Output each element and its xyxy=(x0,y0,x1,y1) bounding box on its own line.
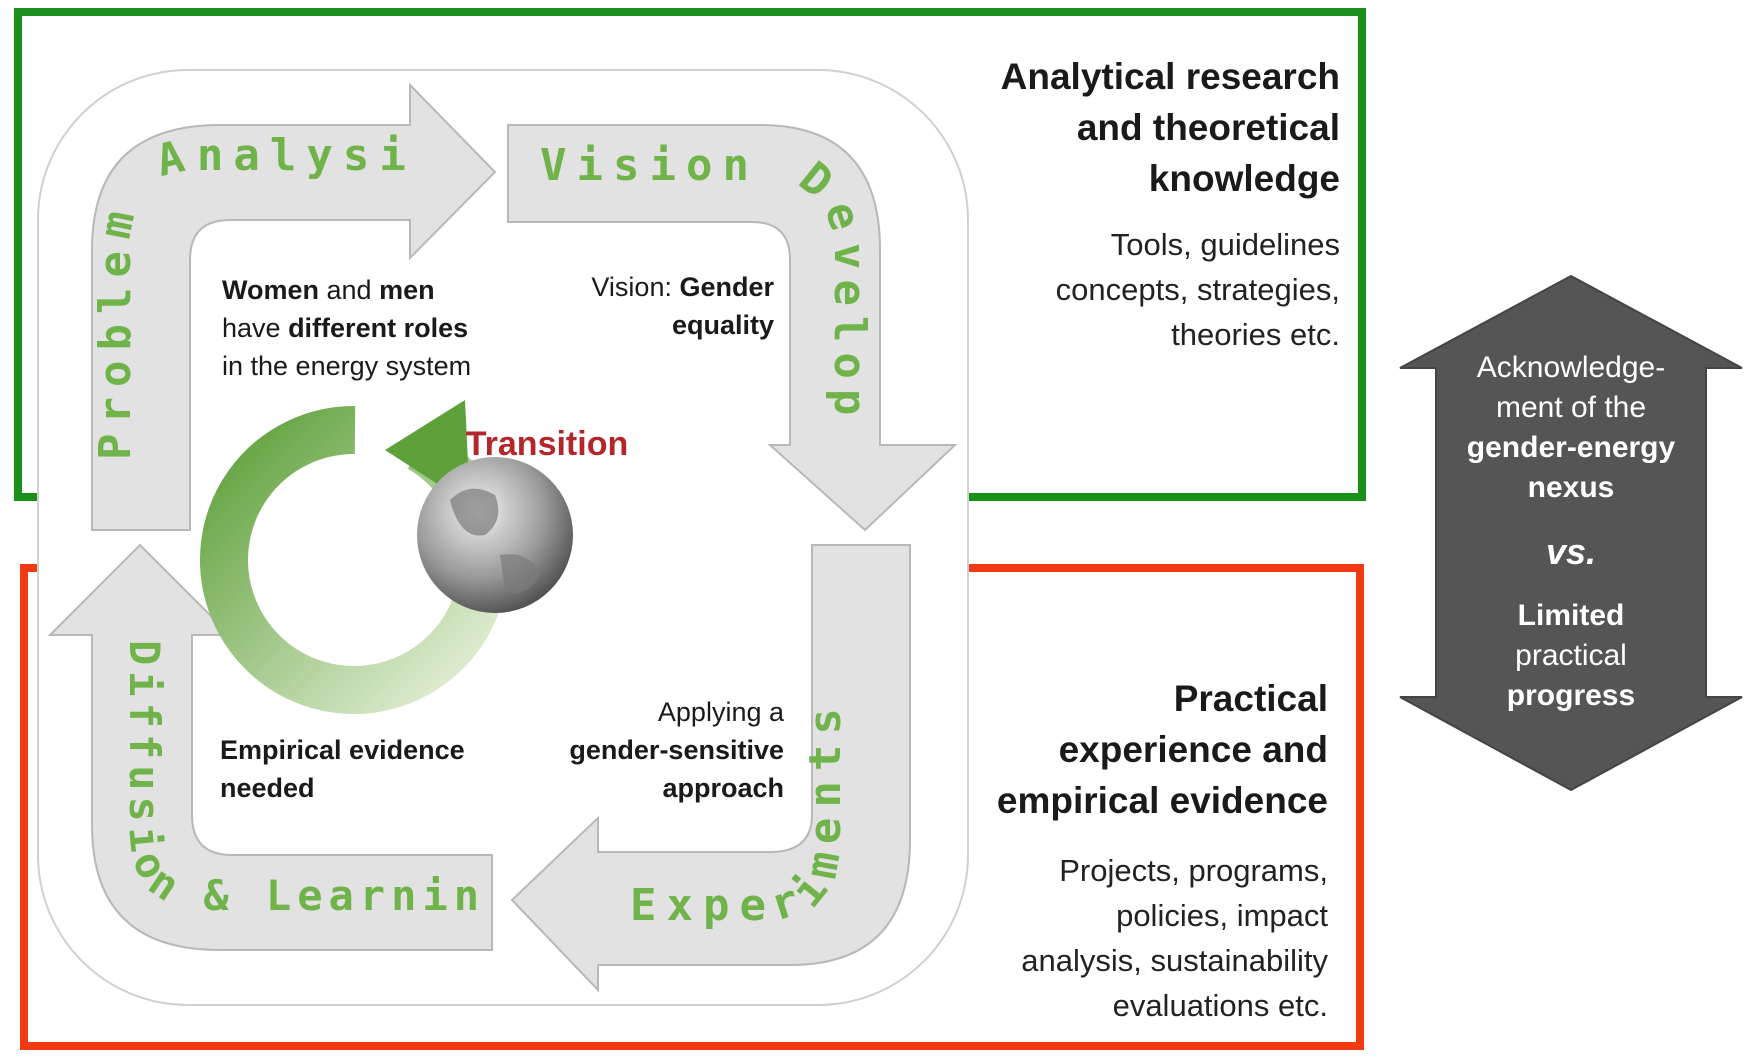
transition-cycle-icon xyxy=(200,400,573,714)
experiments-inner-text: Applying a gender-sensitive approach xyxy=(569,697,784,803)
experiments-arrow xyxy=(510,544,911,993)
bottom-panel-body: Projects, programs, policies, impact ana… xyxy=(1021,853,1328,1023)
problem-analysis-arrow xyxy=(91,82,497,531)
diffusion-learning-arrow xyxy=(47,543,493,951)
transition-label: Transition xyxy=(466,425,628,463)
double-headed-arrow xyxy=(1399,274,1743,792)
diffusion-inner-text: Empirical evidence needed xyxy=(220,735,465,803)
globe-icon xyxy=(417,457,573,613)
vision-development-arrow xyxy=(507,124,958,532)
bottom-panel-heading: Practical experience and empirical evide… xyxy=(996,678,1328,821)
top-panel-heading: Analytical research and theoretical know… xyxy=(1000,56,1340,199)
problem-inner-text: Women and men have different roles in th… xyxy=(222,275,472,381)
top-panel-body: Tools, guidelines concepts, strategies, … xyxy=(1055,227,1340,352)
vision-inner-text: Vision: Gender equality xyxy=(591,272,774,340)
transition-cycle-diagram: Problem Analysis Vision Development Expe… xyxy=(0,0,969,1006)
double-arrow-text: Acknowledge- ment of the gender-energy n… xyxy=(1466,351,1676,712)
